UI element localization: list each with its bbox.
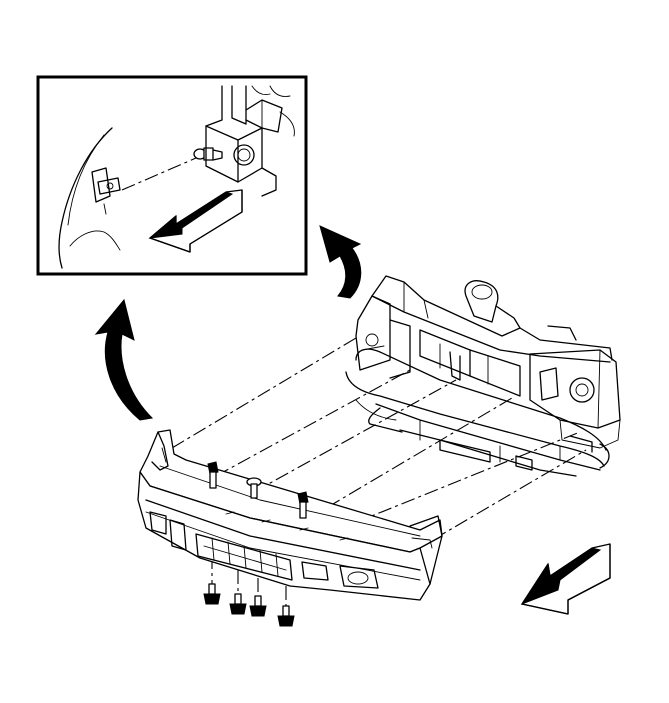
lower-bolt-2: [229, 593, 247, 615]
radiator-support-frame: [345, 275, 621, 477]
front-direction-arrow: [520, 543, 611, 615]
bumper-grille-openings: [169, 519, 293, 581]
right-callout-arrow: [319, 225, 362, 299]
left-callout-arrow: [94, 298, 154, 421]
lower-fasteners: [203, 583, 295, 627]
left-headlamp-mount: [355, 295, 391, 371]
lower-bolt-4: [277, 605, 295, 627]
upper-mount-tower: [464, 280, 499, 323]
inset-support-structure: [205, 85, 295, 197]
lower-bolt-3: [249, 595, 267, 617]
inset-front-arrow: [148, 189, 243, 253]
inset-alignment-line: [121, 157, 197, 191]
upper-fasteners: [207, 461, 309, 519]
upper-bolt-1: [207, 461, 219, 489]
upper-bolt-2: [297, 491, 309, 519]
inset-fender-bracket: [91, 167, 111, 203]
detail-inset: [36, 75, 308, 276]
upper-push-pin: [246, 477, 262, 499]
front-bumper-fascia: [137, 429, 443, 601]
left-fog-opening: [149, 511, 167, 535]
right-fog-opening: [339, 565, 379, 589]
right-headlamp-mount: [529, 349, 621, 429]
lower-bolt-1: [203, 583, 221, 605]
